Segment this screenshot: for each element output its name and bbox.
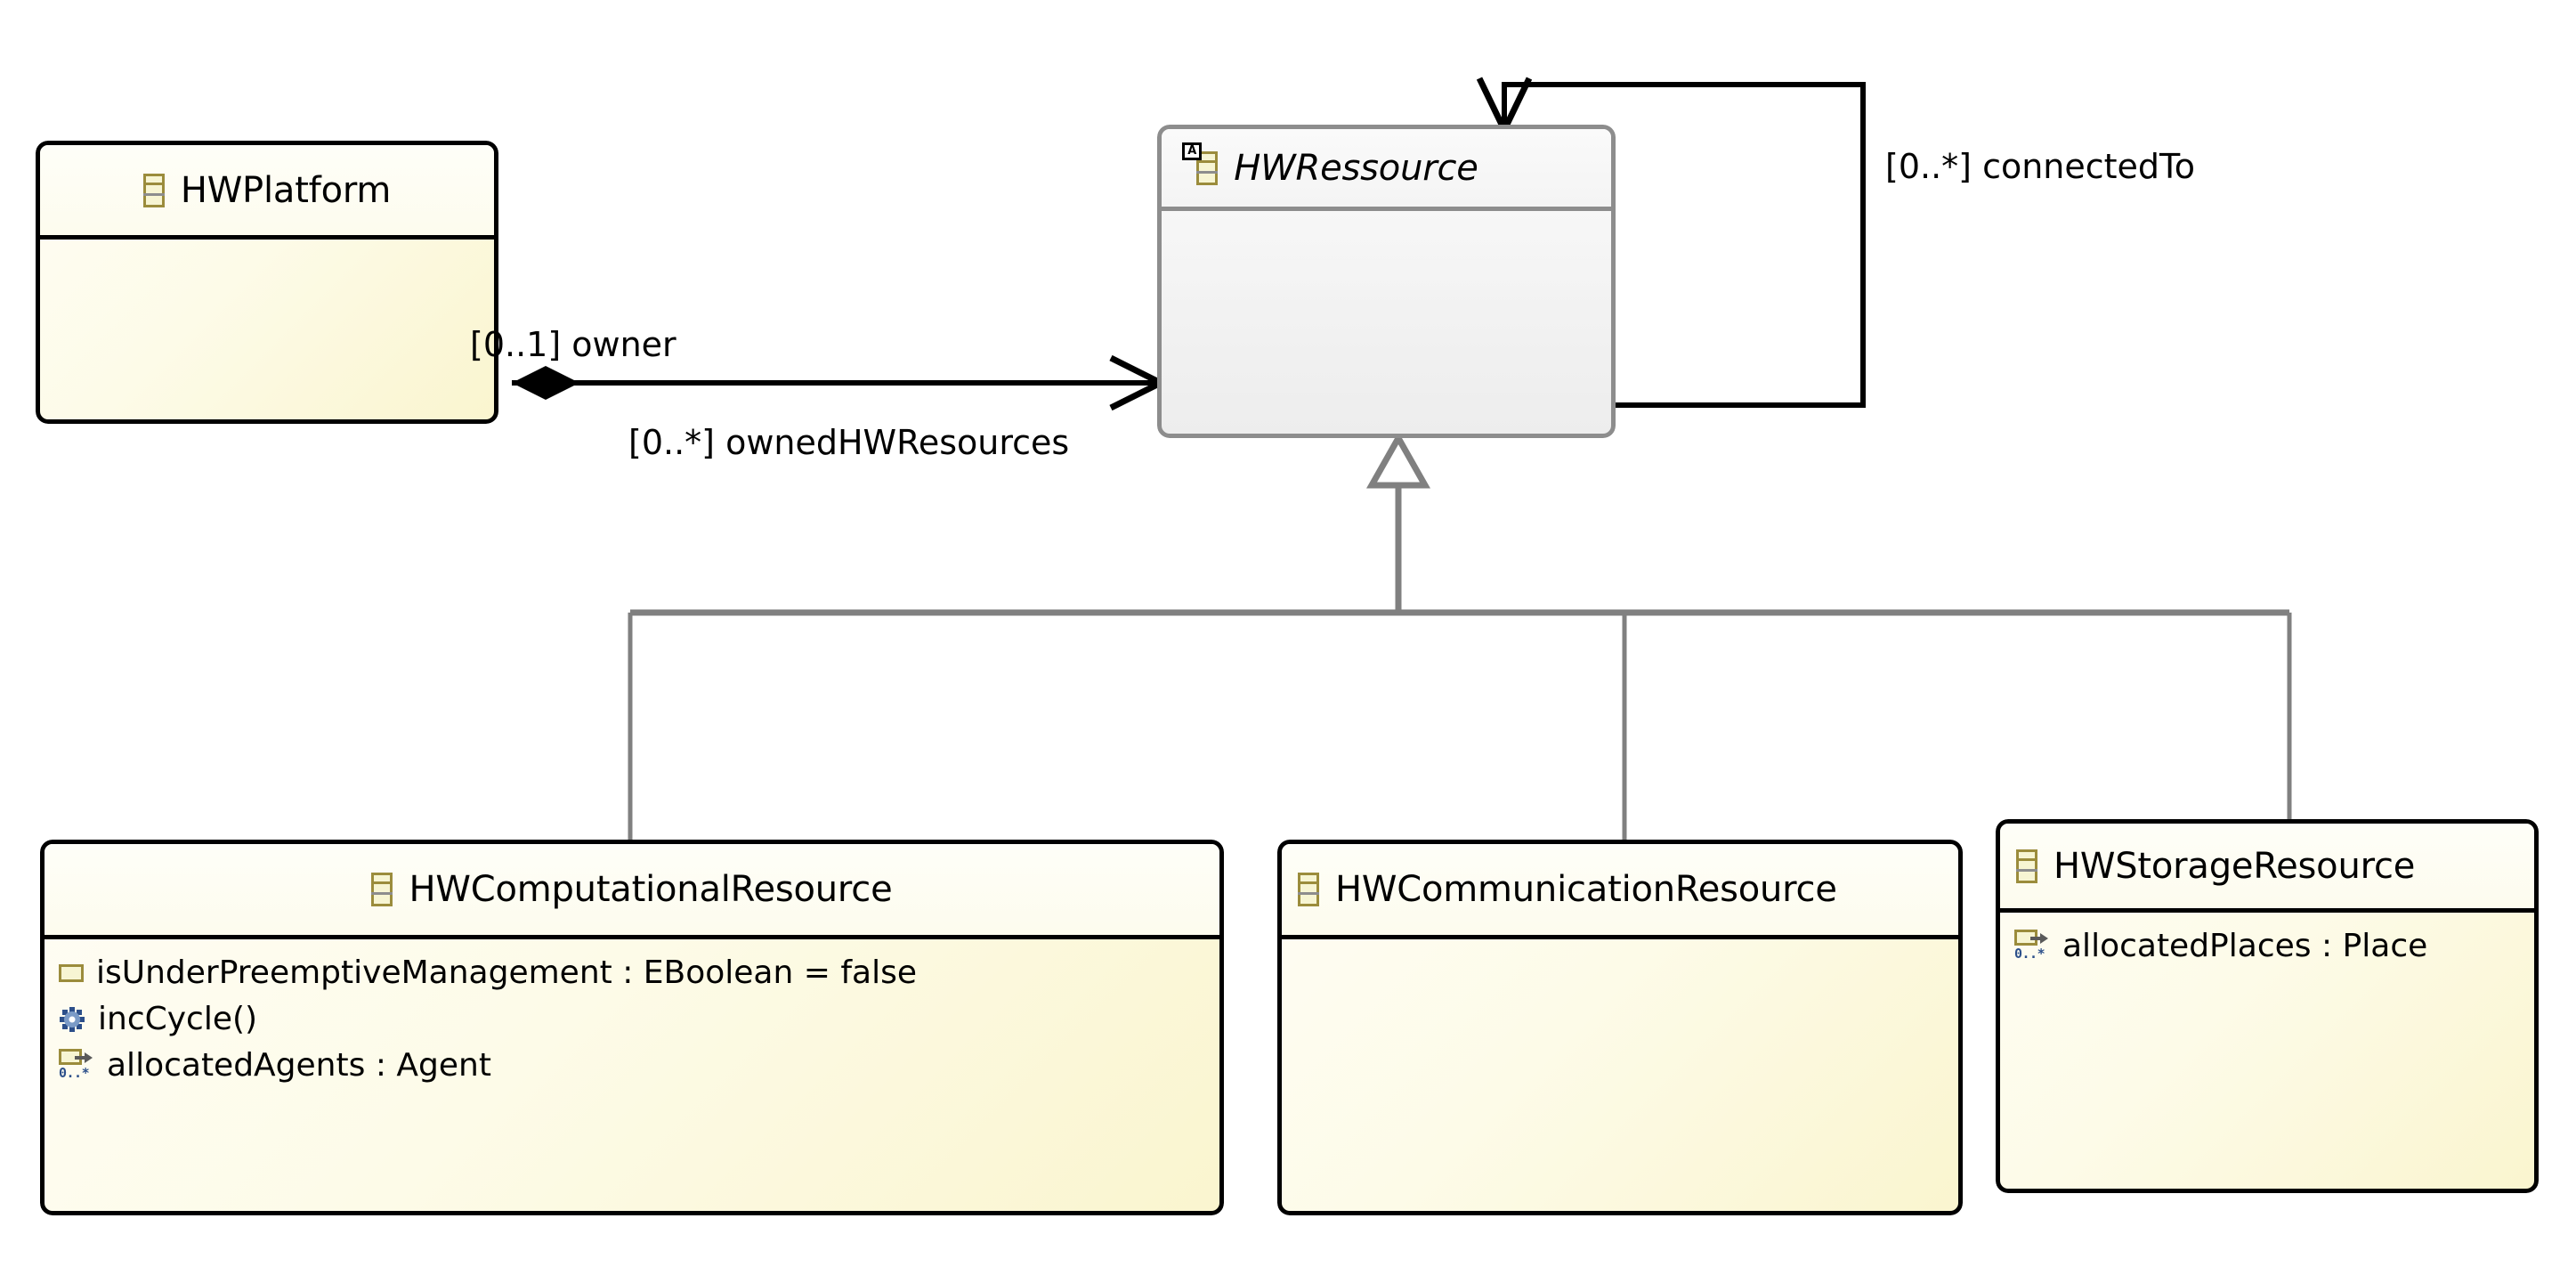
class-title-hwstorageresource: HWStorageResource	[2054, 845, 2416, 887]
eclass-icon	[142, 173, 165, 207]
class-box-hwressource[interactable]: A HWRessource	[1157, 125, 1616, 438]
generalization-edges	[628, 431, 2292, 840]
class-body-hwcommunicationresource	[1282, 939, 1958, 950]
eoperation-icon	[59, 1006, 85, 1033]
class-body-hwstorageresource: 0..* allocatedPlaces : Place	[2000, 913, 2534, 970]
box-frame: HWStorageResource 0..* allocatedPlaces :…	[1996, 819, 2539, 1193]
class-title-bar: HWStorageResource	[2000, 824, 2534, 913]
class-title-hwressource: HWRessource	[1234, 147, 1478, 189]
class-body-hwplatform	[40, 240, 494, 250]
class-box-hwcomputationalresource[interactable]: HWComputationalResource isUnderPreemptiv…	[40, 840, 1224, 1215]
box-frame: A HWRessource	[1157, 125, 1616, 438]
class-title-bar: HWPlatform	[40, 145, 494, 240]
eclass-icon: A	[1182, 142, 1219, 185]
edge-label-owner: [0..1] owner	[470, 325, 676, 364]
class-box-hwstorageresource[interactable]: HWStorageResource 0..* allocatedPlaces :…	[1996, 819, 2539, 1193]
edge-label-connectedto: [0..*] connectedTo	[1885, 147, 2196, 186]
feature-label: isUnderPreemptiveManagement : EBoolean =…	[96, 954, 917, 991]
class-title-bar: HWComputationalResource	[45, 844, 1219, 939]
eclass-icon	[1298, 873, 1319, 906]
class-title-hwplatform: HWPlatform	[180, 169, 392, 211]
reference-multiplicity: 0..*	[2014, 946, 2045, 962]
feature-row-reference[interactable]: 0..* allocatedPlaces : Place	[2000, 923, 2534, 970]
abstract-marker-icon: A	[1182, 142, 1203, 160]
feature-row-reference[interactable]: 0..* allocatedAgents : Agent	[45, 1043, 1219, 1089]
class-title-hwcomputationalresource: HWComputationalResource	[409, 869, 893, 910]
class-box-hwplatform[interactable]: HWPlatform	[36, 141, 498, 424]
feature-row-operation[interactable]: incCycle()	[45, 996, 1219, 1043]
feature-label: allocatedPlaces : Place	[2062, 928, 2428, 964]
class-title-bar: HWCommunicationResource	[1282, 844, 1958, 939]
edge-label-ownedhwresources: [0..*] ownedHWResources	[628, 423, 1070, 462]
box-frame: HWComputationalResource isUnderPreemptiv…	[40, 840, 1224, 1215]
class-body-hwressource	[1162, 211, 1611, 222]
box-frame: HWCommunicationResource	[1277, 840, 1963, 1215]
eclass-icon	[2016, 849, 2037, 883]
class-title-bar: A HWRessource	[1162, 129, 1611, 211]
ereference-icon: 0..*	[2014, 928, 2050, 965]
class-title-hwcommunicationresource: HWCommunicationResource	[1335, 869, 1837, 910]
ereference-icon: 0..*	[59, 1047, 94, 1084]
eclass-icon	[371, 873, 393, 906]
reference-multiplicity: 0..*	[59, 1065, 90, 1081]
feature-label: incCycle()	[98, 1001, 258, 1037]
eattribute-icon	[59, 964, 84, 982]
box-frame: HWPlatform	[36, 141, 498, 424]
class-body-hwcomputationalresource: isUnderPreemptiveManagement : EBoolean =…	[45, 939, 1219, 1089]
composition-edge-owner	[512, 354, 1168, 411]
feature-label: allocatedAgents : Agent	[107, 1047, 491, 1084]
class-box-hwcommunicationresource[interactable]: HWCommunicationResource	[1277, 840, 1963, 1215]
feature-row-attribute[interactable]: isUnderPreemptiveManagement : EBoolean =…	[45, 950, 1219, 996]
